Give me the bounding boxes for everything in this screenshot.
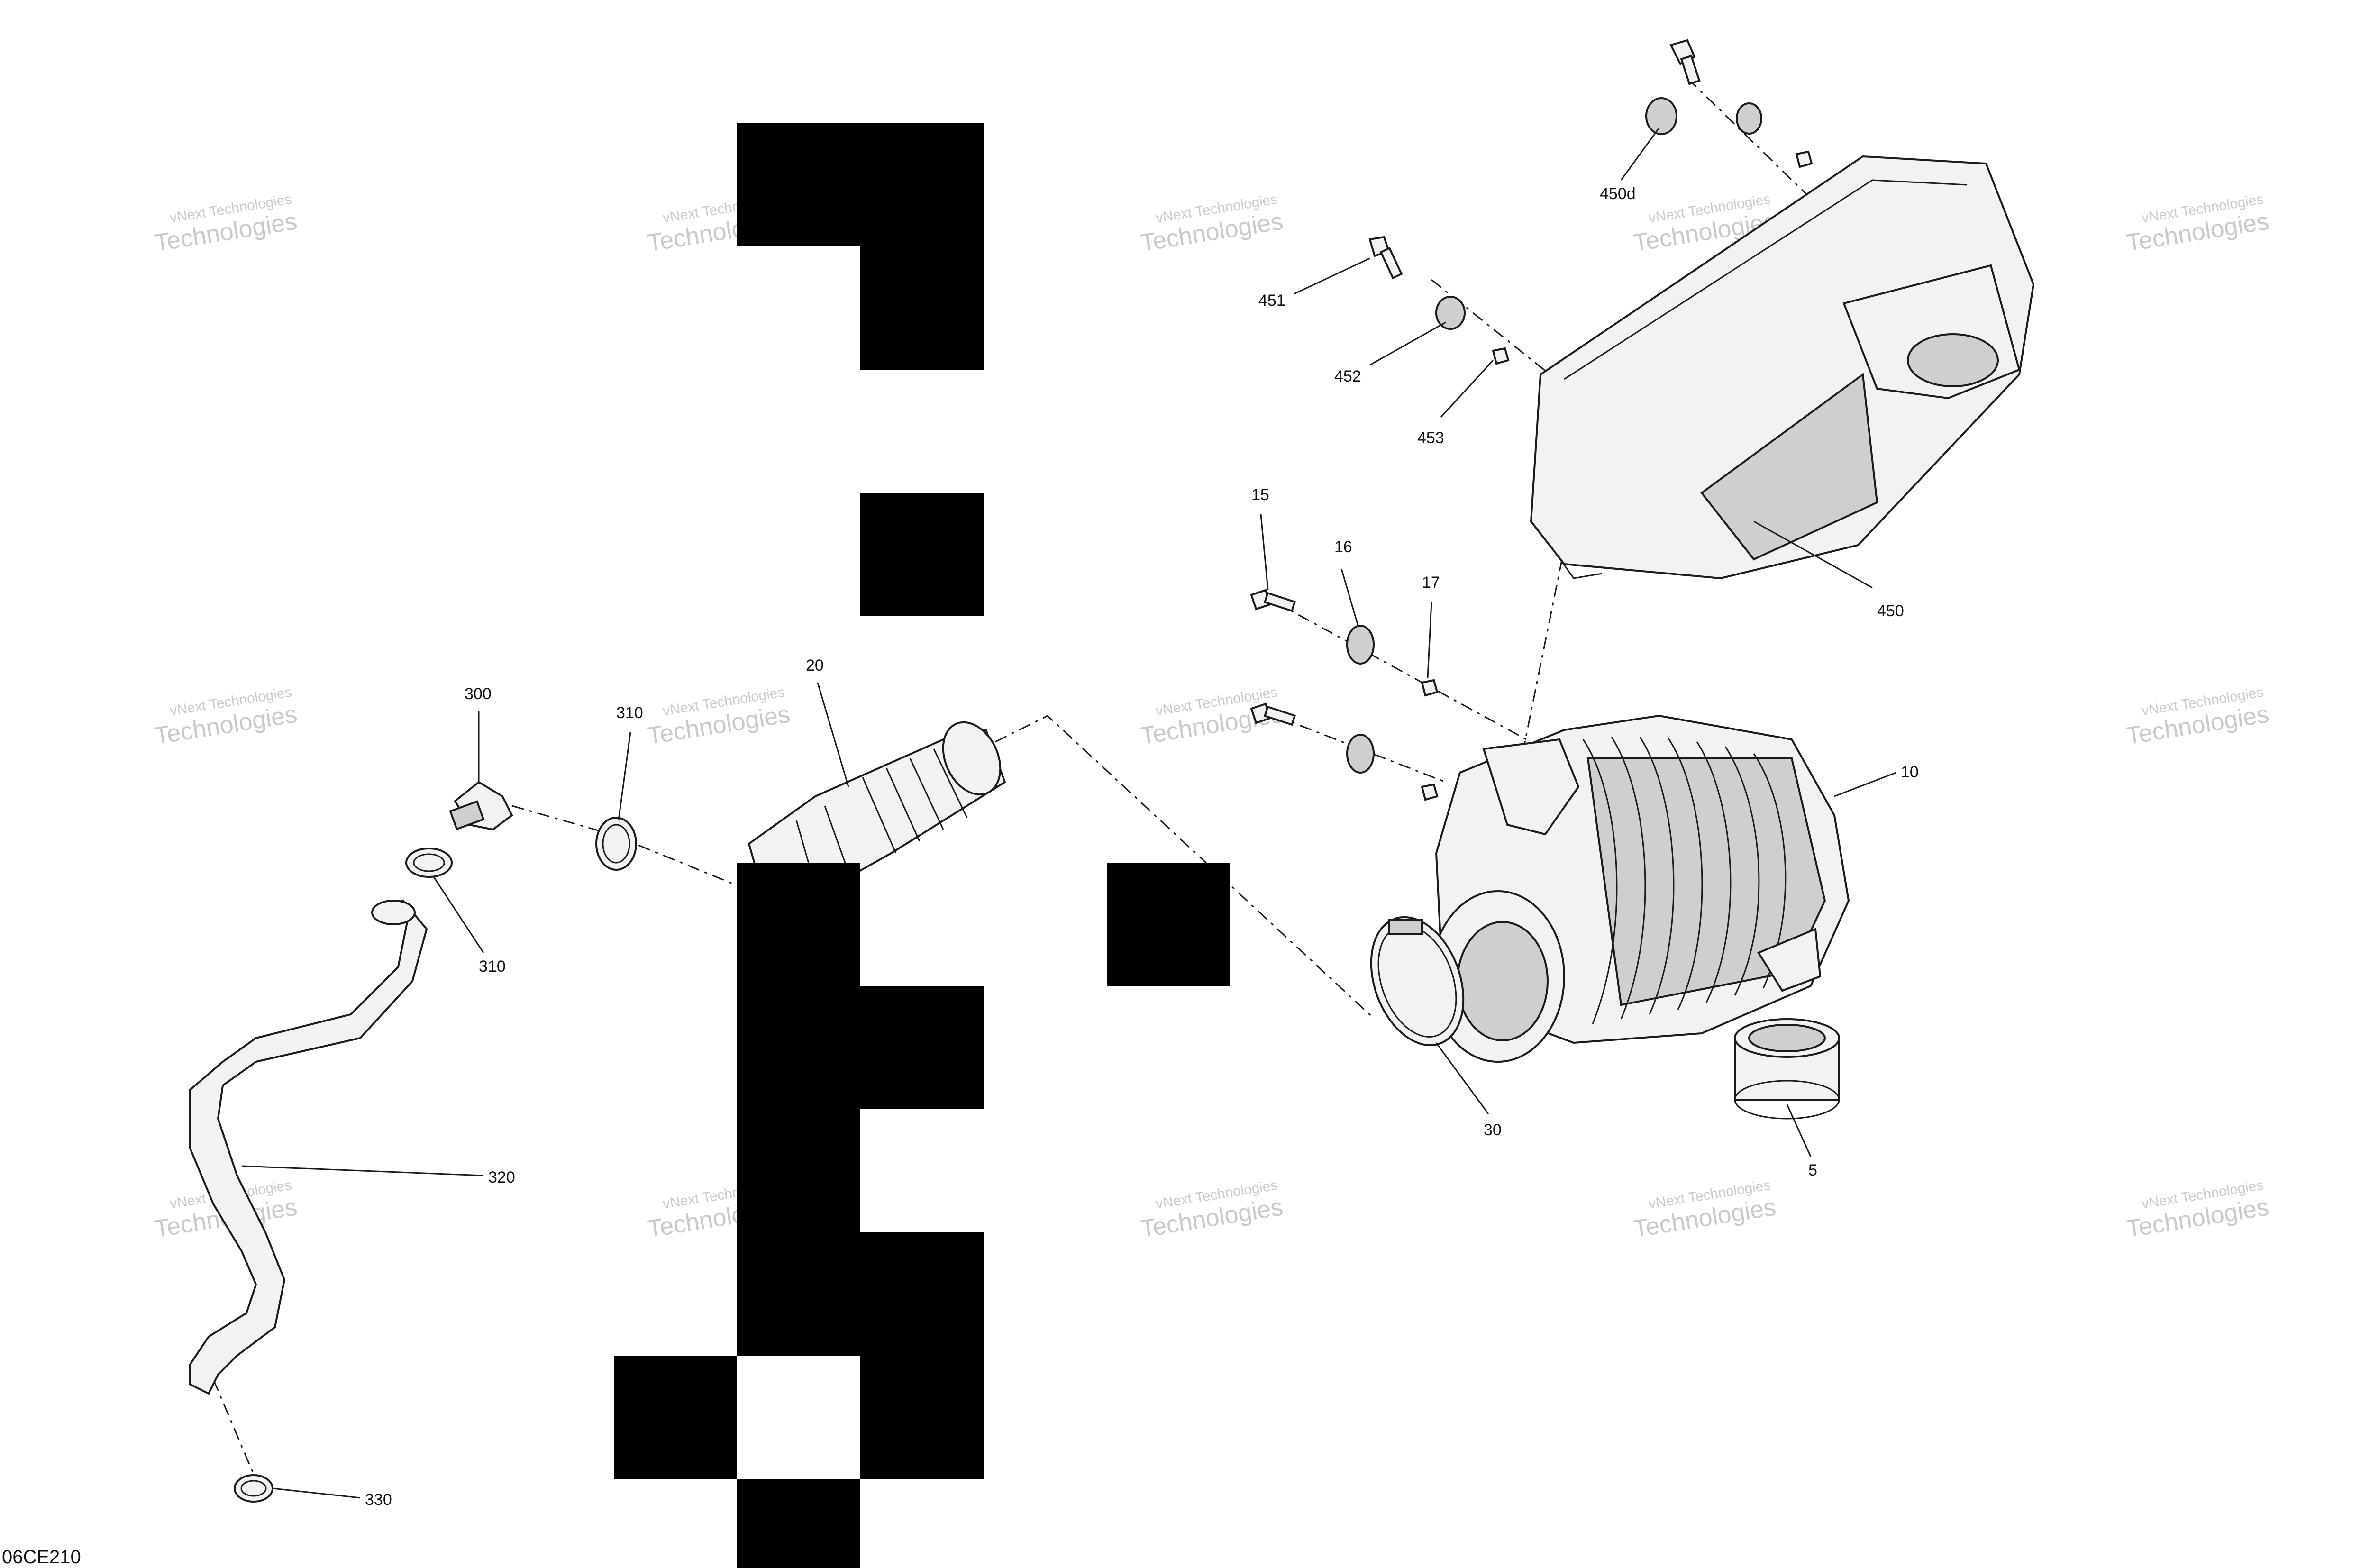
callout-17: 17: [1422, 574, 1440, 592]
callout-450d: 450d: [1600, 185, 1636, 203]
cover-fasteners: [1368, 39, 1813, 365]
leader-lines: [241, 128, 1896, 1499]
callout-310: 310: [479, 957, 506, 975]
clamp-30: [1370, 916, 1465, 1047]
callout-451: 451: [1258, 292, 1285, 310]
callout-310: 310: [616, 704, 643, 722]
callout-20: 20: [806, 656, 824, 675]
vent-fitting: [449, 781, 513, 831]
watermark: vNext Technologies Technologies: [1632, 1177, 1778, 1243]
air-filter-housing: [1431, 714, 1850, 1063]
callout-300: 300: [465, 685, 492, 703]
callout-10: 10: [1901, 763, 1919, 781]
callout-450: 450: [1877, 602, 1904, 620]
callout-5: 5: [1808, 1161, 1817, 1179]
watermark: vNext Technologies Technologies: [2124, 191, 2271, 257]
housing-fasteners: [1250, 589, 1439, 801]
callout-320: 320: [488, 1168, 515, 1186]
watermark: vNext Technologies Technologies: [2124, 1177, 2271, 1243]
callout-30: 30: [1484, 1121, 1502, 1139]
watermark: vNext Technologies Technologies: [153, 684, 299, 750]
callout-15: 15: [1251, 486, 1269, 504]
callout-453: 453: [1417, 429, 1444, 447]
watermark: vNext Technologies Technologies: [646, 684, 792, 750]
drawing-id: 06CE210: [2, 1547, 81, 1568]
air-box-cover: [1530, 155, 2035, 580]
watermark: vNext Technologies Technologies: [153, 191, 299, 257]
watermark: vNext Technologies Technologies: [1139, 191, 1285, 257]
redaction-blocks: [614, 123, 1230, 1568]
breather-hose: [189, 899, 428, 1395]
callout-330: 330: [365, 1491, 392, 1509]
callout-labels: 450d 451 452 453 450 15 16 17 10 20 300 …: [365, 185, 1919, 1509]
adapter-5: [1734, 1018, 1840, 1120]
hose-clamp-330: [234, 1474, 273, 1503]
callout-16: 16: [1334, 538, 1352, 556]
watermark: vNext Technologies Technologies: [2124, 684, 2271, 750]
hose-clamp-upper: [595, 817, 637, 871]
hose-clamp-lower: [405, 848, 453, 878]
callout-452: 452: [1334, 367, 1361, 385]
watermark: vNext Technologies Technologies: [1139, 1177, 1285, 1243]
